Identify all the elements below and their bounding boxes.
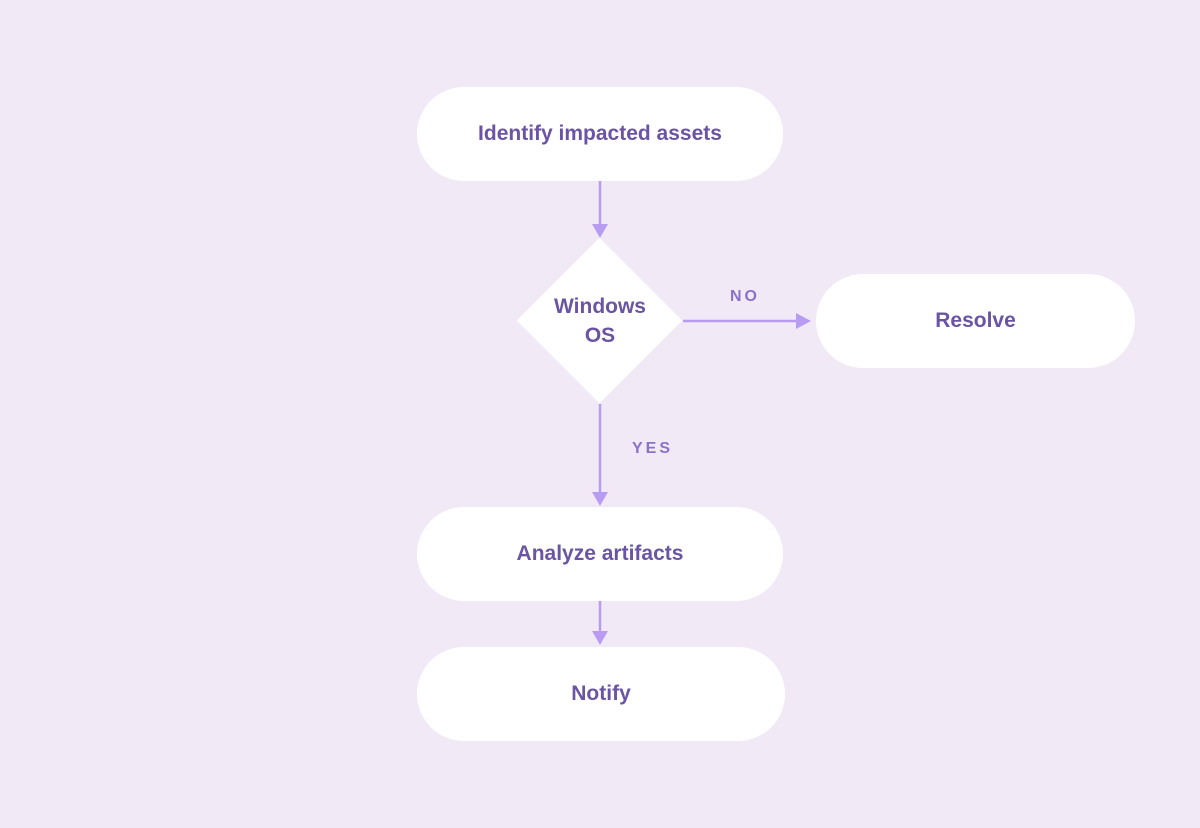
decision-windows-os: Windows OS <box>516 237 683 404</box>
node-notify-label: Notify <box>571 682 631 705</box>
connector-analyze-to-notify <box>592 601 608 645</box>
arrowhead-down-icon <box>592 492 608 506</box>
decision-label: Windows OS <box>517 238 683 404</box>
arrowhead-down-icon <box>592 224 608 238</box>
decision-label-line2: OS <box>584 324 616 347</box>
node-identify-impacted-assets: Identify impacted assets <box>417 87 783 181</box>
node-notify: Notify <box>417 647 785 741</box>
arrowhead-down-icon <box>592 631 608 645</box>
node-resolve: Resolve <box>816 274 1135 368</box>
connector-decision-to-resolve <box>683 313 811 329</box>
edge-label-no: NO <box>730 288 760 305</box>
connector-identify-to-decision <box>592 181 608 238</box>
node-identify-label: Identify impacted assets <box>478 122 722 145</box>
node-analyze-artifacts: Analyze artifacts <box>417 507 783 601</box>
arrowhead-right-icon <box>796 313 811 329</box>
edge-label-yes: YES <box>632 440 674 457</box>
node-resolve-label: Resolve <box>935 309 1016 332</box>
node-analyze-label: Analyze artifacts <box>516 542 684 565</box>
decision-label-line1: Windows <box>554 295 646 318</box>
connector-decision-to-analyze <box>592 404 608 506</box>
